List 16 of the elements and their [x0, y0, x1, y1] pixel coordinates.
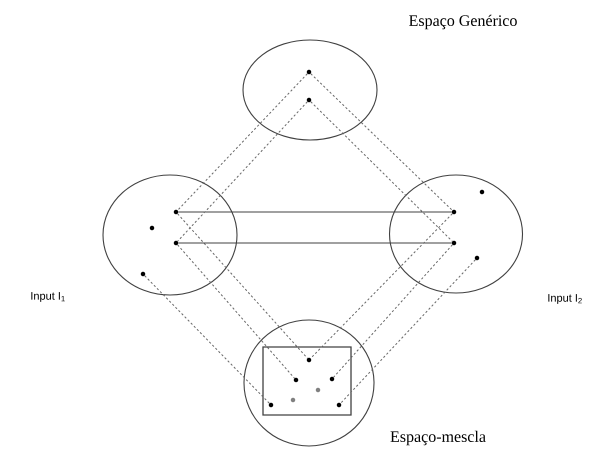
space-label: Input I$_{2}$ [548, 294, 582, 304]
dashed-line [177, 101, 308, 242]
blend-rectangle [262, 346, 352, 416]
space-label: Espaço Genérico [409, 14, 517, 30]
dashed-line [340, 259, 476, 404]
space-label: Espaço-mescla [390, 430, 486, 446]
space-label: Input I$_{1}$ [31, 292, 65, 302]
dashed-line [310, 213, 453, 359]
dashed-line [144, 275, 270, 404]
dashed-line [177, 213, 308, 359]
dashed-line [310, 101, 453, 242]
dashed-line [310, 73, 453, 211]
connector-line [178, 242, 452, 244]
dashed-line [177, 73, 308, 211]
dashed-line [177, 244, 295, 379]
dashed-line [333, 244, 453, 378]
